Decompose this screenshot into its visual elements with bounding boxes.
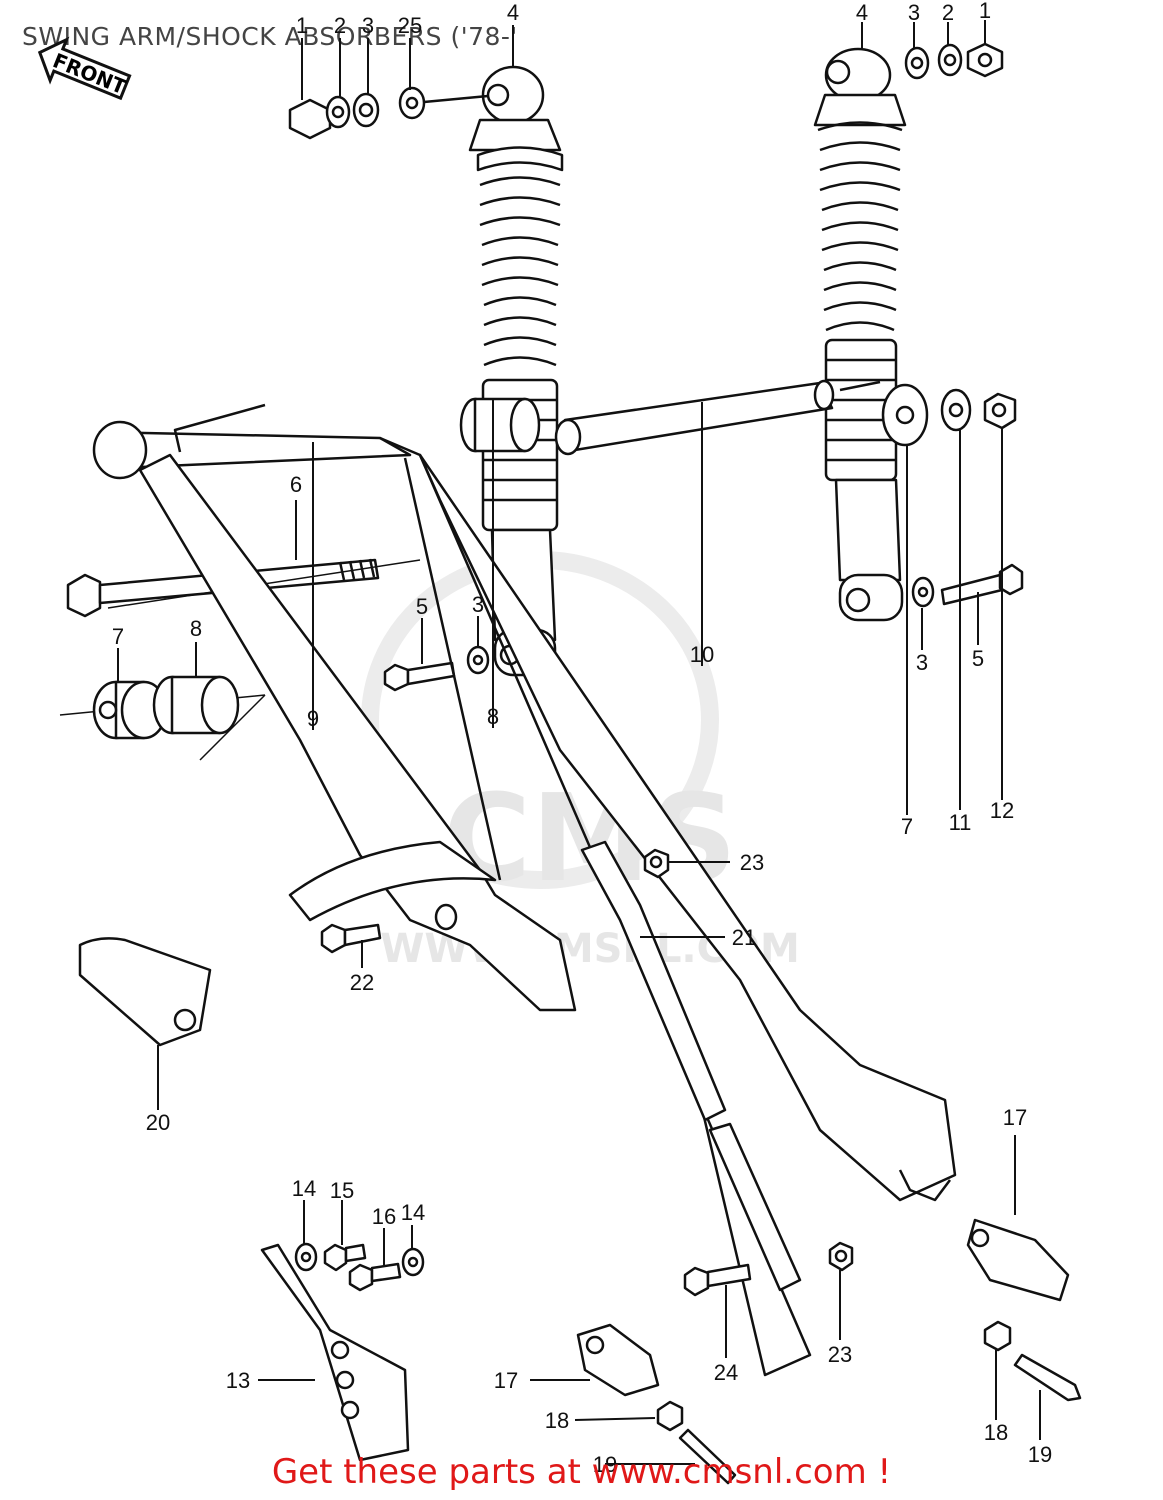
front-arrow: FRONT <box>37 36 132 101</box>
callout-9: 9 <box>307 706 319 731</box>
callout-15: 15 <box>330 1178 354 1203</box>
nut-23-top[interactable] <box>643 848 670 879</box>
callout-25: 25 <box>398 13 422 38</box>
bolt-5-left[interactable] <box>383 661 456 692</box>
callout-3: 3 <box>472 592 484 617</box>
bolt-16[interactable] <box>348 1262 402 1292</box>
callout-5: 5 <box>416 594 428 619</box>
callout-13: 13 <box>226 1368 250 1393</box>
washer-3-mid-right[interactable] <box>911 576 935 608</box>
callout-11: 11 <box>949 810 972 835</box>
callout-1: 1 <box>979 0 991 23</box>
washer-14-left[interactable] <box>294 1242 318 1272</box>
torque-link-21[interactable] <box>580 840 802 1292</box>
callout-14: 14 <box>292 1176 316 1201</box>
bushing-8-left[interactable] <box>152 675 240 735</box>
callout-21: 21 <box>732 925 756 950</box>
chain-guard-20[interactable] <box>78 937 212 1047</box>
nut-23-bottom[interactable] <box>828 1241 854 1272</box>
callout-18: 18 <box>984 1420 1008 1445</box>
shock-absorber-right[interactable] <box>813 47 907 622</box>
washer-2-top-left[interactable] <box>325 95 351 129</box>
callout-23: 23 <box>740 850 764 875</box>
bushing-8-mid[interactable] <box>459 397 541 453</box>
callout-8: 8 <box>190 616 202 641</box>
washer-2-top-right[interactable] <box>937 43 963 77</box>
washer-3-top-right[interactable] <box>904 46 930 80</box>
shock-absorber-left[interactable] <box>468 65 564 677</box>
callout-23: 23 <box>828 1342 852 1367</box>
callout-7: 7 <box>112 624 124 649</box>
callout-18: 18 <box>545 1408 569 1433</box>
screw-19-right[interactable] <box>1013 1353 1082 1402</box>
callout-24: 24 <box>714 1360 738 1385</box>
washer-3-mid-left[interactable] <box>466 645 490 675</box>
callout-8: 8 <box>487 704 499 729</box>
leader-lines <box>117 20 1041 1465</box>
swing-arm-9[interactable] <box>92 403 957 1377</box>
callout-6: 6 <box>290 472 302 497</box>
nut-18-right[interactable] <box>983 1320 1012 1352</box>
callout-2: 2 <box>942 0 954 25</box>
callout-4: 4 <box>856 0 868 25</box>
callout-3: 3 <box>362 13 374 38</box>
adjuster-block-17-bottom[interactable] <box>576 1323 660 1397</box>
screw-19-bottom[interactable] <box>678 1428 737 1485</box>
callout-3: 3 <box>916 650 928 675</box>
diagram-title: SWING ARM/SHOCK ABSORBERS ('78-' <box>22 22 518 51</box>
washer-11[interactable] <box>940 388 972 432</box>
callout-10: 10 <box>690 642 714 667</box>
callout-20: 20 <box>146 1110 170 1135</box>
nut-1-top-left[interactable] <box>288 98 332 140</box>
nut-12[interactable] <box>983 392 1017 430</box>
callout-7: 7 <box>901 814 913 839</box>
callout-1: 1 <box>296 13 308 38</box>
callout-19: 19 <box>593 1452 617 1477</box>
callout-17: 17 <box>1003 1105 1027 1130</box>
callout-16: 16 <box>372 1204 396 1229</box>
callout-4: 4 <box>507 0 519 25</box>
nut-1-top-right[interactable] <box>966 42 1004 78</box>
callout-12: 12 <box>990 798 1014 823</box>
chain-tensioner-13[interactable] <box>260 1243 410 1462</box>
callout-5: 5 <box>972 646 984 671</box>
shop-link-banner[interactable]: Get these parts at www.cmsnl.com ! <box>271 1452 892 1492</box>
nut-18-bottom[interactable] <box>656 1400 684 1432</box>
washer-25[interactable] <box>398 86 426 120</box>
washer-14-right[interactable] <box>401 1247 425 1277</box>
adjuster-block-17-right[interactable] <box>966 1218 1070 1302</box>
bolt-24[interactable] <box>683 1263 752 1297</box>
callout-2: 2 <box>334 13 346 38</box>
bolt-5-right[interactable] <box>940 563 1024 606</box>
callout-14: 14 <box>401 1200 425 1225</box>
callout-19: 19 <box>1028 1442 1052 1467</box>
sleeve-tube-10[interactable] <box>554 379 835 456</box>
callout-3: 3 <box>908 0 920 25</box>
callout-22: 22 <box>350 970 374 995</box>
callout-17: 17 <box>494 1368 518 1393</box>
bolt-15[interactable] <box>323 1243 367 1272</box>
callout-labels: 1 2 3 25 4 4 3 2 1 6 7 8 5 3 3 5 10 9 8 … <box>112 0 1052 1477</box>
washer-3-top-left[interactable] <box>352 92 380 128</box>
bolt-22[interactable] <box>320 903 458 954</box>
collar-7-right[interactable] <box>881 383 929 447</box>
front-label: FRONT <box>50 48 130 99</box>
